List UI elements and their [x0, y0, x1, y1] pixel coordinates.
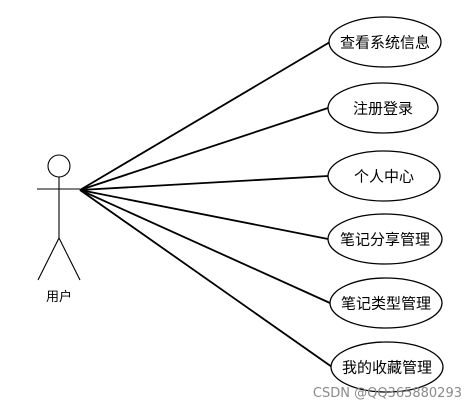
actor-user: 用户 — [37, 154, 81, 305]
use-case-my-favorites-management: 我的收藏管理 — [330, 341, 444, 393]
use-case-ellipse — [327, 82, 439, 134]
association-lines — [79, 41, 333, 368]
actor-head — [47, 154, 71, 178]
association-line-note-sharing-management — [79, 189, 329, 240]
use-case-view-system-info: 查看系统信息 — [328, 16, 442, 68]
association-line-personal-center — [79, 175, 329, 191]
actor-right-leg — [58, 237, 81, 281]
use-case-label: 笔记类型管理 — [341, 295, 431, 313]
use-case-label: 个人中心 — [354, 168, 414, 186]
use-case-label: 我的收藏管理 — [342, 359, 432, 377]
use-case-label: 注册登录 — [353, 100, 413, 118]
use-case-ellipse — [327, 150, 441, 202]
use-case-ellipse — [327, 213, 443, 265]
use-case-ellipse — [328, 16, 442, 68]
actor-label: 用户 — [46, 289, 72, 305]
use-case-register-login: 注册登录 — [327, 82, 439, 134]
actor-left-leg — [37, 237, 60, 281]
use-case-note-type-management: 笔记类型管理 — [329, 277, 443, 329]
association-line-my-favorites-management — [79, 189, 333, 368]
use-case-ellipse — [330, 341, 444, 393]
association-line-register-login — [79, 107, 329, 191]
association-line-view-system-info — [79, 41, 331, 191]
use-case-personal-center: 个人中心 — [327, 150, 441, 202]
use-case-label: 查看系统信息 — [340, 34, 430, 52]
use-case-ellipse — [329, 277, 443, 329]
association-line-note-type-management — [79, 189, 331, 304]
csdn-watermark: CSDN @QQ365880293 — [313, 386, 462, 401]
use-case-note-sharing-management: 笔记分享管理 — [327, 213, 443, 265]
use-case-label: 笔记分享管理 — [340, 231, 430, 249]
